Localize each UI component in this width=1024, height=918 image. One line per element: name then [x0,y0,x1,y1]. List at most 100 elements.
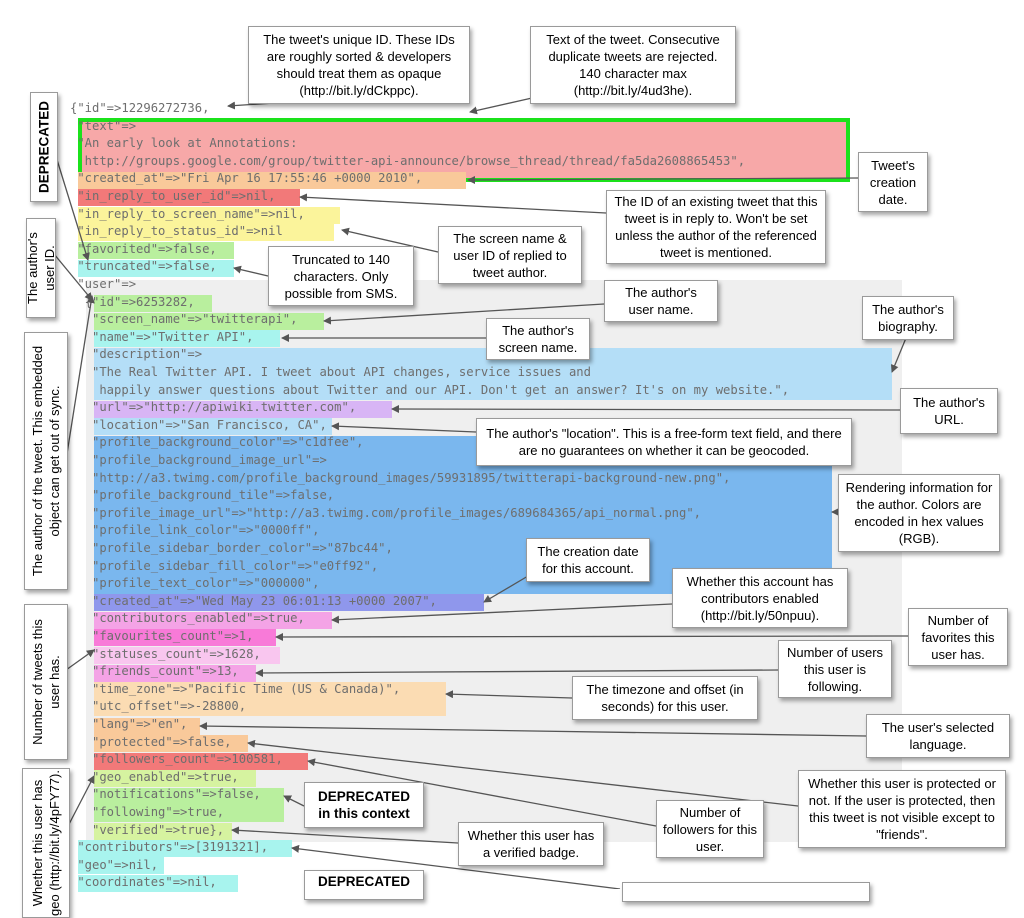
side-label-deprecated: DEPRECATED [30,92,58,202]
truncated-highlight [78,260,234,277]
callout-contributors: Whether this account has contributors en… [672,568,848,628]
code-line: "url"=>"http://apiwiki.twitter.com", [70,400,357,415]
callout-screen-name: The author's screen name. [486,318,590,360]
code-line: "http://a3.twimg.com/profile_background_… [70,470,731,485]
code-line: "protected"=>false, [70,734,232,749]
callout-biography: The author's biography. [862,296,954,340]
code-line: "truncated"=>false, [70,259,217,274]
connector-lines [53,97,909,889]
code-line: "lang"=>"en", [70,717,188,731]
timezone-highlight [94,682,446,716]
geo-highlight [78,857,164,874]
code-line: "profile_background_image_url"=> [70,453,327,467]
code-line: "profile_sidebar_fill_color"=>"e0ff92", [70,558,379,573]
callout-tweet-text: Text of the tweet. Consecutive duplicate… [530,26,736,104]
callout-language: The user's selected language. [866,714,1010,758]
code-line: "profile_image_url"=>"http://a3.twimg.co… [70,505,702,520]
in-reply-screen-name-highlight [78,207,340,224]
callout-url: The author's URL. [900,388,998,434]
code-line: "in_reply_to_screen_name"=>nil, [70,206,305,221]
callout-deprecated-bottom: DEPRECATED [304,870,424,900]
code-line: "screen_name"=>"twitterapi", [70,312,298,327]
callout-truncated: Truncated to 140 characters. Only possib… [268,246,414,306]
callout-timezone: The timezone and offset (in seconds) for… [572,676,758,720]
callout-friends: Number of users this user is following. [778,640,892,698]
code-line: "utc_offset"=>-28800, [70,699,247,714]
code-line: {"id"=>12296272736, [70,101,210,115]
callout-favorites: Number of favorites this user has. [908,608,1008,666]
code-line: "favorited"=>false, [70,241,217,256]
favourites-count-highlight [94,629,276,646]
code-line: "profile_link_color"=>"0000ff", [70,523,320,538]
code-line: "The Real Twitter API. I tweet about API… [70,365,591,379]
code-line: "coordinates"=>nil, [70,875,217,890]
tweet-anatomy-diagram: {"id"=>12296272736, "text"=> "An early l… [22,26,1010,918]
name-highlight [94,330,280,347]
callout-rendering: Rendering information for the author. Co… [838,474,1000,552]
protected-highlight [94,735,248,752]
code-line: "created_at"=>"Fri Apr 16 17:55:46 +0000… [70,171,423,186]
in-reply-to-user-highlight [78,189,300,206]
contributors-enabled-highlight [94,612,332,629]
callout-deprecated-in-context: DEPRECATED in this context [304,782,424,828]
side-label-geo: Whether this user has geo (http://bit.ly… [22,768,70,918]
screen-name-highlight [94,313,324,330]
code-line: "name"=>"Twitter API", [70,329,254,344]
contributors-highlight [78,840,292,857]
code-line: "geo_enabled"=>true, [70,769,239,784]
code-line: "notifications"=>false, [70,787,261,802]
code-line: "description"=> [70,347,203,362]
code-line: "created_at"=>"Wed May 23 06:01:13 +0000… [70,593,437,608]
url-highlight [94,401,392,418]
callout-reply-screen-name: The screen name & user ID of replied to … [438,226,582,284]
code-line: "friends_count"=>13, [70,664,239,679]
callout-bottom-partial [622,882,870,902]
account-created-highlight [94,594,484,611]
code-line: "contributors"=>[3191321], [70,840,269,855]
user-id-highlight [94,295,212,312]
code-line: "An early look at Annotations: [70,136,298,151]
followers-count-highlight [94,753,308,770]
location-highlight [94,418,332,435]
callout-account-date: The creation date for this account. [526,538,650,582]
code-line: "geo"=>nil, [70,857,159,872]
callout-creation-date: Tweet's creation date. [858,152,928,212]
code-line: "in_reply_to_status_id"=>nil [70,224,283,239]
code-line: "verified"=>true}, [70,822,225,837]
code-line: "followers_count"=>100581, [70,752,283,767]
code-line: "time_zone"=>"Pacific Time (US & Canada)… [70,681,401,696]
code-line: "profile_background_color"=>"c1dfee", [70,435,364,450]
code-line: http://groups.google.com/group/twitter-a… [70,153,746,168]
text-highlight [78,118,850,182]
geo-enabled-highlight [94,770,256,787]
code-line: "profile_text_color"=>"000000", [70,576,320,591]
side-label-author-embedded: The author of the tweet. This embedded o… [24,332,68,590]
callout-followers: Number of followers for this user. [656,800,764,858]
code-line: "text"=> [70,118,137,133]
lang-highlight [94,718,200,735]
callout-tweet-id: The tweet's unique ID. These IDs are rou… [248,26,470,104]
friends-count-highlight [94,665,256,682]
callout-verified: Whether this user has a verified badge. [458,822,604,866]
verified-highlight [94,823,232,840]
code-line: happily answer questions about Twitter a… [70,382,790,397]
side-label-tweets-count: Number of tweets this user has. [24,604,68,760]
in-reply-status-highlight [78,224,334,241]
created-at-highlight [78,172,466,189]
code-line: "profile_background_tile"=>false, [70,488,335,503]
code-line: "profile_sidebar_border_color"=>"87bc44"… [70,541,393,555]
callout-location: The author's "location". This is a free-… [476,418,852,466]
code-line: "in_reply_to_user_id"=>nil, [70,189,276,203]
callout-reply-id: The ID of an existing tweet that this tw… [606,190,826,264]
code-line: "statuses_count"=>1628, [70,646,261,661]
side-label-user-id: The author's user ID. [25,218,57,318]
favorited-highlight [78,242,234,259]
code-line: "following"=>true, [70,805,225,819]
statuses-count-highlight [94,647,280,664]
code-line: "location"=>"San Francisco, CA", [70,417,327,432]
coordinates-highlight [78,875,238,892]
callout-user-name: The author's user name. [604,280,718,322]
code-line: "favourites_count"=>1, [70,629,254,643]
code-line: "contributors_enabled"=>true, [70,611,305,626]
code-line: {"id"=>6253282, [70,294,195,309]
